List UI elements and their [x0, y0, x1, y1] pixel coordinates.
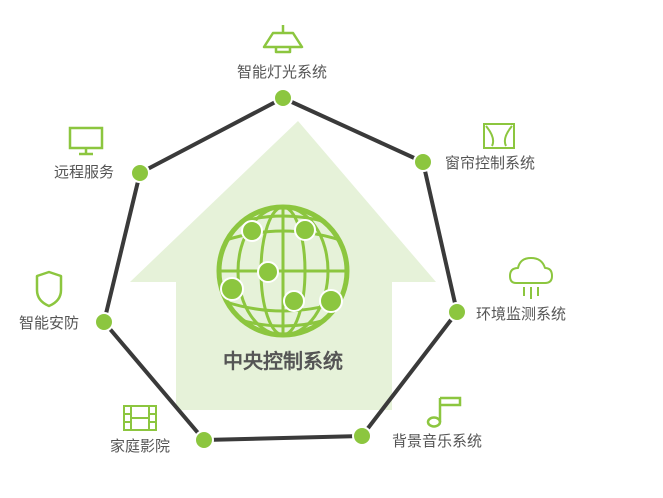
node-theater[interactable]: [194, 430, 214, 450]
globe-icon: [216, 204, 350, 338]
curtain-icon: [483, 123, 515, 149]
label-remote: 远程服务: [54, 163, 114, 181]
globe-dots: [220, 219, 343, 313]
label-security: 智能安防: [19, 314, 79, 332]
cloud-icon: [509, 257, 553, 299]
label-environment: 环境监测系统: [476, 305, 566, 323]
label-music: 背景音乐系统: [392, 432, 482, 450]
connection-ring: [102, 96, 459, 442]
node-music[interactable]: [352, 426, 372, 446]
node-remote[interactable]: [130, 163, 150, 183]
label-theater: 家庭影院: [110, 437, 170, 455]
film-icon: [123, 405, 157, 431]
center-title: 中央控制系统: [223, 349, 343, 373]
node-lighting[interactable]: [273, 88, 293, 108]
lamp-icon: [262, 25, 304, 54]
ring-nodes: [94, 88, 467, 450]
monitor-icon: [68, 126, 104, 156]
node-security[interactable]: [94, 312, 114, 332]
music-note-icon: [426, 396, 462, 428]
node-environment[interactable]: [447, 302, 467, 322]
node-curtain[interactable]: [413, 152, 433, 172]
shield-icon: [35, 270, 63, 308]
label-lighting: 智能灯光系统: [237, 63, 327, 81]
label-curtain: 窗帘控制系统: [445, 154, 535, 172]
